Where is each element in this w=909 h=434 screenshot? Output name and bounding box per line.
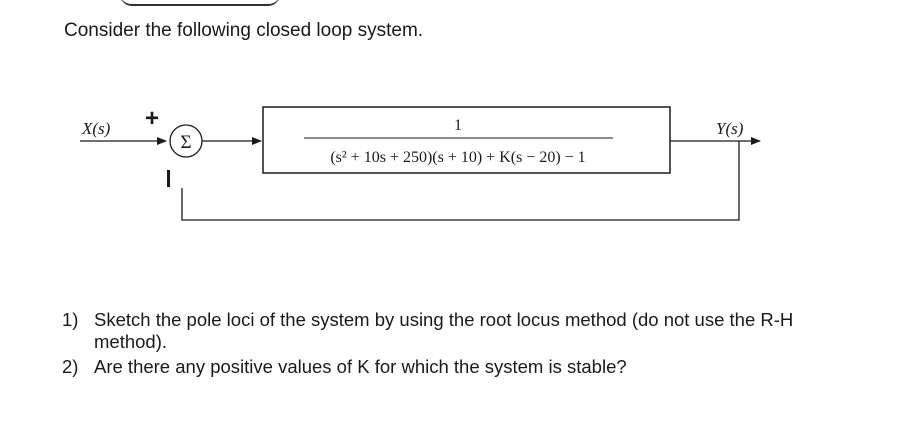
minus-sign xyxy=(167,170,170,187)
question-number: 1) xyxy=(62,309,79,330)
tf-denominator: (s² + 10s + 250)(s + 10) + K(s − 20) − 1 xyxy=(330,149,585,166)
intro-text: Consider the following closed loop syste… xyxy=(64,20,424,41)
question-text: Sketch the pole loci of the system by us… xyxy=(94,309,794,352)
question-list: 1) Sketch the pole loci of the system by… xyxy=(62,309,862,381)
question-item: 2) Are there any positive values of K fo… xyxy=(62,356,862,378)
transfer-function-block xyxy=(262,106,671,174)
feedback-path xyxy=(181,141,740,221)
cropped-header-fragment xyxy=(120,0,280,6)
question-item: 1) Sketch the pole loci of the system by… xyxy=(62,309,862,353)
output-label: Y(s) xyxy=(716,119,744,138)
input-label: X(s) xyxy=(81,119,111,138)
question-text: Are there any positive values of K for w… xyxy=(94,356,627,377)
plus-sign: + xyxy=(145,105,159,132)
block-diagram: X(s) + Σ − 1 (s² + 10s + 250)(s + 10) + … xyxy=(80,105,761,221)
summer-symbol: Σ xyxy=(180,132,191,153)
question-number: 2) xyxy=(62,356,79,377)
tf-numerator: 1 xyxy=(454,117,462,134)
